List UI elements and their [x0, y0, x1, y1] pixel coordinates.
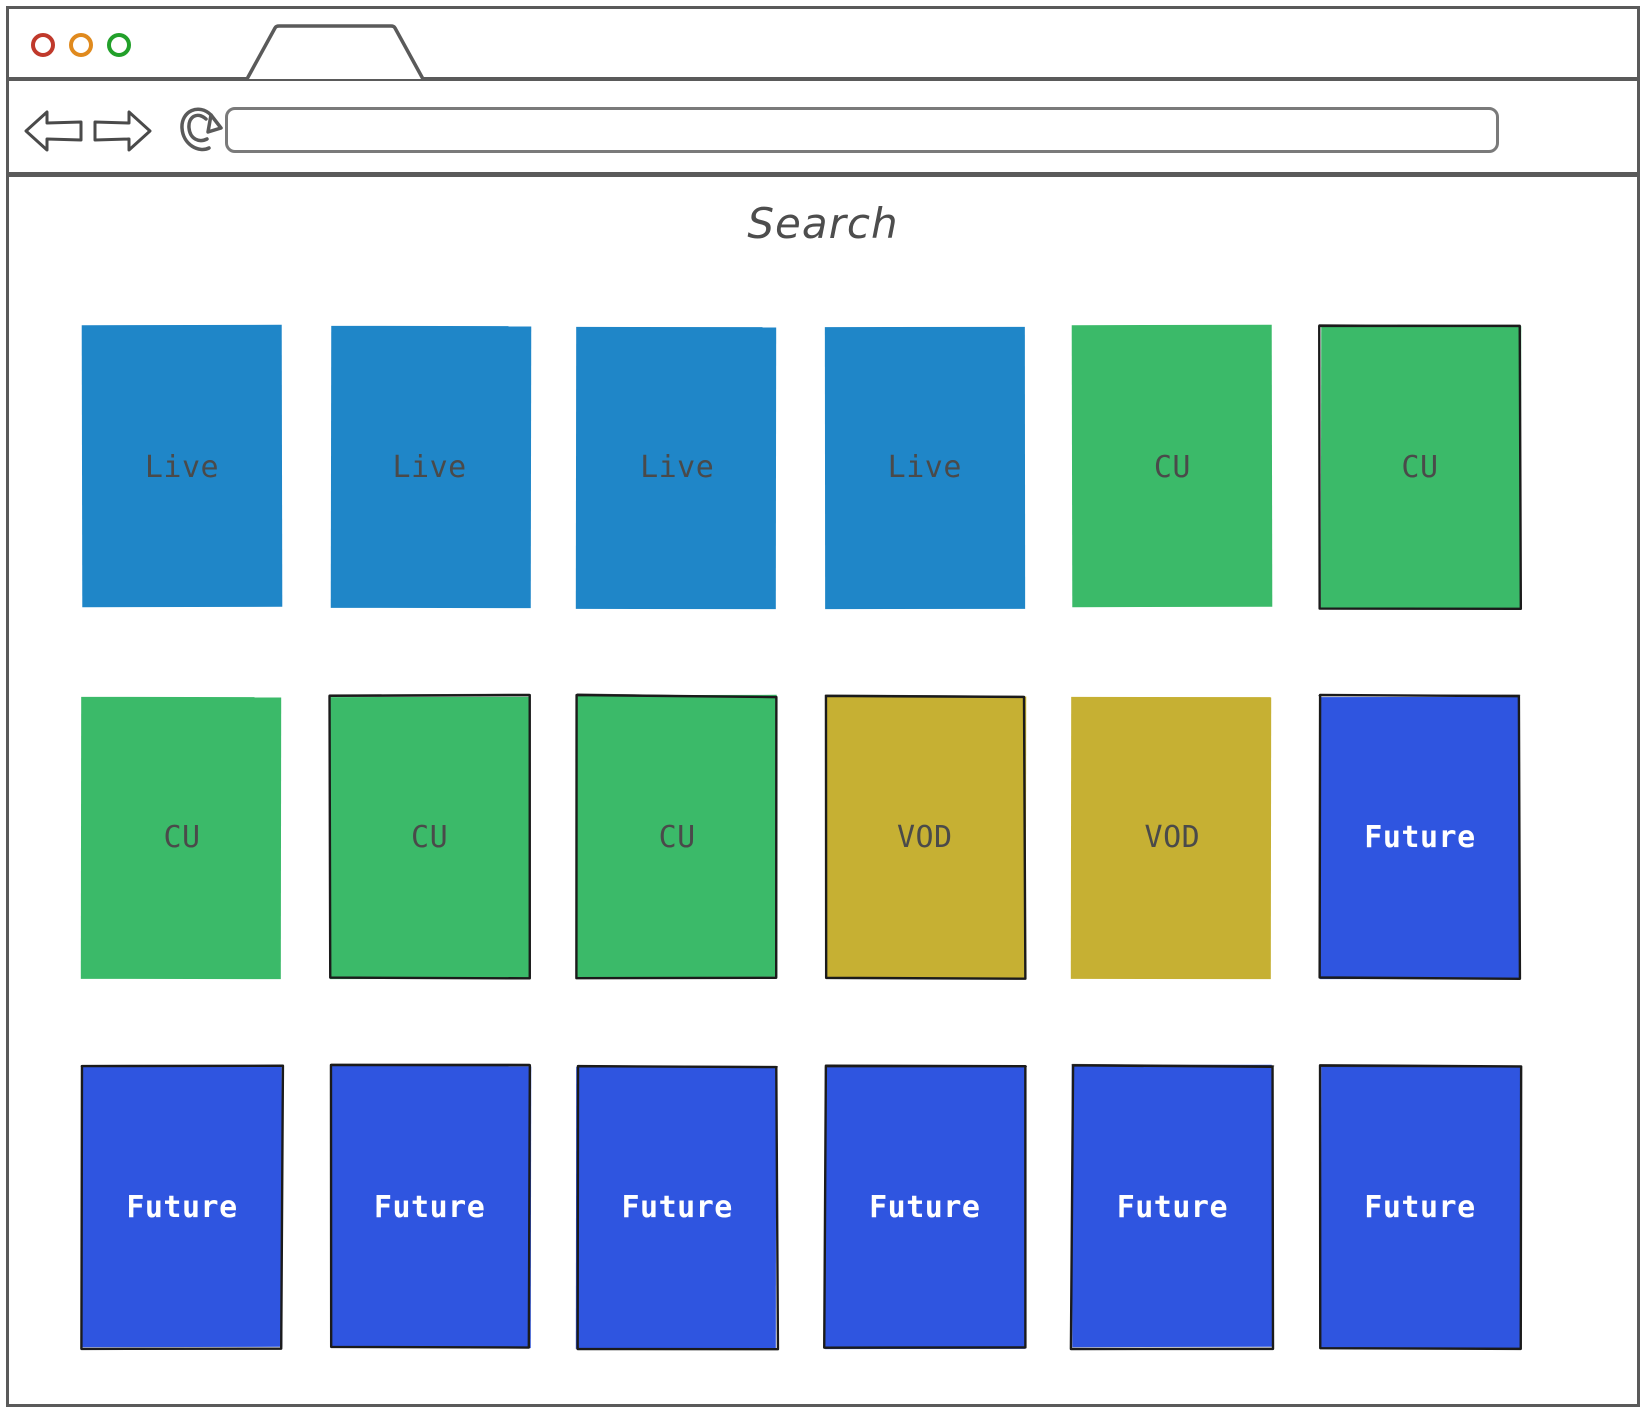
card-label: CU — [1401, 450, 1438, 485]
page-viewport: Search Live Live Live Live — [9, 177, 1637, 1394]
card-vod[interactable]: VOD — [825, 696, 1025, 978]
card-vod[interactable]: VOD — [1072, 696, 1272, 978]
card-cu[interactable]: CU — [1072, 326, 1272, 608]
card-live[interactable]: Live — [577, 326, 777, 608]
page-title: Search — [9, 199, 1637, 248]
card-fut[interactable]: Future — [82, 1066, 282, 1348]
card-label: Live — [145, 450, 219, 485]
card-fut[interactable]: Future — [330, 1066, 530, 1348]
card-live[interactable]: Live — [825, 326, 1025, 608]
card-cu[interactable]: CU — [1320, 326, 1520, 608]
card-label: Future — [126, 1190, 237, 1225]
card-label: Future — [1364, 1190, 1475, 1225]
card-label: CU — [659, 820, 696, 855]
card-label: VOD — [897, 820, 953, 855]
window-controls — [31, 33, 131, 57]
card-live[interactable]: Live — [330, 326, 530, 608]
card-label: CU — [1154, 450, 1191, 485]
browser-window: Search Live Live Live Live — [6, 6, 1640, 1407]
card-fut[interactable]: Future — [1072, 1066, 1272, 1348]
card-cu[interactable]: CU — [330, 696, 530, 978]
browser-toolbar — [9, 81, 1637, 177]
card-cu[interactable]: CU — [82, 696, 282, 978]
card-label: Live — [888, 450, 962, 485]
card-label: Future — [374, 1190, 485, 1225]
card-label: VOD — [1145, 820, 1201, 855]
browser-tab[interactable] — [245, 23, 425, 81]
card-fut[interactable]: Future — [1320, 1066, 1520, 1348]
card-cu[interactable]: CU — [577, 696, 777, 978]
card-label: Future — [869, 1190, 980, 1225]
card-label: Future — [1364, 820, 1475, 855]
card-label: Live — [640, 450, 714, 485]
card-live[interactable]: Live — [82, 326, 282, 608]
arrow-right-icon — [91, 107, 153, 155]
card-fut[interactable]: Future — [577, 1066, 777, 1348]
maximize-window-button[interactable] — [107, 33, 131, 57]
minimize-window-button[interactable] — [69, 33, 93, 57]
card-grid: Live Live Live Live CU — [82, 326, 1620, 1348]
card-label: Future — [1117, 1190, 1228, 1225]
card-label: CU — [411, 820, 448, 855]
card-fut[interactable]: Future — [825, 1066, 1025, 1348]
card-label: CU — [163, 820, 200, 855]
browser-titlebar — [9, 9, 1637, 81]
back-button[interactable] — [23, 107, 85, 155]
tab-shape-icon — [245, 23, 425, 81]
close-window-button[interactable] — [31, 33, 55, 57]
card-fut[interactable]: Future — [1320, 696, 1520, 978]
card-label: Future — [622, 1190, 733, 1225]
address-input[interactable] — [225, 107, 1499, 153]
card-label: Live — [392, 450, 466, 485]
arrow-left-icon — [23, 107, 85, 155]
forward-button[interactable] — [91, 107, 153, 155]
